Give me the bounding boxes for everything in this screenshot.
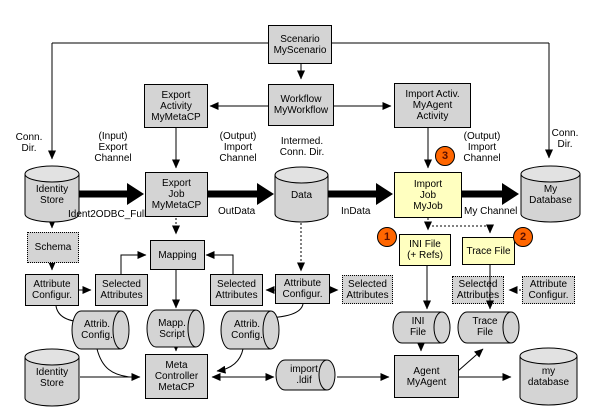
node-ini-file-refs: INI File (+ Refs) <box>399 234 451 266</box>
badge-2: 2 <box>513 227 533 247</box>
edge-attrib-doc-right-meta <box>216 348 244 374</box>
thick-arrow-identity-exportjob <box>78 183 144 205</box>
node-agent: Agent MyAgent <box>394 355 459 398</box>
label-identity-store-top: Identity Store <box>35 184 69 206</box>
edge-attr-config-center-attrib-doc <box>259 303 304 322</box>
label-outdata: OutData <box>218 206 256 217</box>
edge-attr-config-attrib-doc-left <box>55 305 87 326</box>
label-ini-file-doc: INI File <box>409 316 427 338</box>
doc-import-ldif <box>275 359 336 391</box>
label-output-import-channel-right: (Output) Import Channel <box>463 131 501 164</box>
edge-selected1-mapping <box>120 251 147 274</box>
thick-arrow-data-importjob <box>327 183 393 205</box>
cylinder-my-database <box>520 165 581 223</box>
doc-mapp-script <box>146 309 205 348</box>
cylinder-my-database-bottom <box>519 347 578 406</box>
label-identity-store-bottom: Identity Store <box>35 367 69 389</box>
doc-attrib-config-left <box>71 310 130 350</box>
label-my-database: My Database <box>529 184 572 206</box>
node-meta-controller: Meta Controller MetaCP <box>145 354 208 399</box>
thick-arrow-exportjob-data <box>207 183 274 205</box>
node-attr-config-right: Attribute Configur. <box>522 276 575 304</box>
label-conn-dir-right: Conn. Dir. <box>551 128 579 150</box>
cylinder-identity-store-bottom <box>24 348 80 407</box>
node-trace-file: Trace File <box>462 237 515 265</box>
edge-import-job-trace-box <box>428 224 494 234</box>
label-trace-file-doc: Trace File <box>472 316 498 338</box>
label-mapp-script-doc: Mapp. Script <box>158 318 186 340</box>
label-attrib-config-doc-right: Attrib. Config. <box>231 319 263 341</box>
cylinder-data <box>274 166 329 223</box>
doc-attrib-config-right <box>220 310 280 350</box>
label-import-ldif-doc: import .ldif <box>290 364 318 386</box>
node-selected-attr-3: Selected Attributes <box>342 275 393 304</box>
node-scenario: Scenario MyScenario <box>268 25 332 64</box>
node-selected-attr-4: Selected Attributes <box>452 276 504 304</box>
node-attr-config-left: Attribute Configur. <box>25 274 79 306</box>
label-my-channel: My Channel <box>464 206 518 217</box>
edge-agent-trace-doc <box>457 348 484 372</box>
badge-3: 3 <box>435 146 455 166</box>
node-selected-attr-1: Selected Attributes <box>95 274 148 306</box>
node-export-activity: Export Activity MyMetaCP <box>144 84 208 128</box>
edge-selected2-mapping <box>205 251 234 274</box>
node-export-job: Export Job MyMetaCP <box>145 172 208 217</box>
node-selected-attr-2: Selected Attributes <box>210 274 263 306</box>
label-conn-dir-left: Conn. Dir. <box>15 132 43 154</box>
label-my-database-bottom: my database <box>527 366 570 388</box>
label-data: Data <box>290 190 313 201</box>
node-schema: Schema <box>27 232 79 263</box>
edge-attrib-doc-left-meta <box>96 348 131 378</box>
doc-ini-file <box>392 311 451 344</box>
node-import-activity: Import Activ. MyAgent Activity <box>394 83 471 128</box>
node-attr-config-center: Attribute Configur. <box>275 274 330 304</box>
label-indata: InData <box>341 206 371 217</box>
badge-1: 1 <box>377 227 397 247</box>
label-intermed-conn-dir: Intermed. Conn. Dir. <box>279 136 325 158</box>
node-import-job: Import Job MyJob <box>394 172 462 218</box>
label-input-export-channel: (Input) Export Channel <box>94 131 132 164</box>
label-output-import-channel-left: (Output) Import Channel <box>219 131 257 164</box>
node-mapping: Mapping <box>150 240 205 270</box>
doc-trace-file <box>457 311 520 344</box>
node-workflow: Workflow MyWorkflow <box>268 84 334 126</box>
label-ident2odbc-full: Ident2ODBC_Full <box>68 209 147 220</box>
label-attrib-config-doc-left: Attrib. Config. <box>81 319 113 341</box>
thick-arrow-importjob-mydatabase <box>461 183 519 205</box>
